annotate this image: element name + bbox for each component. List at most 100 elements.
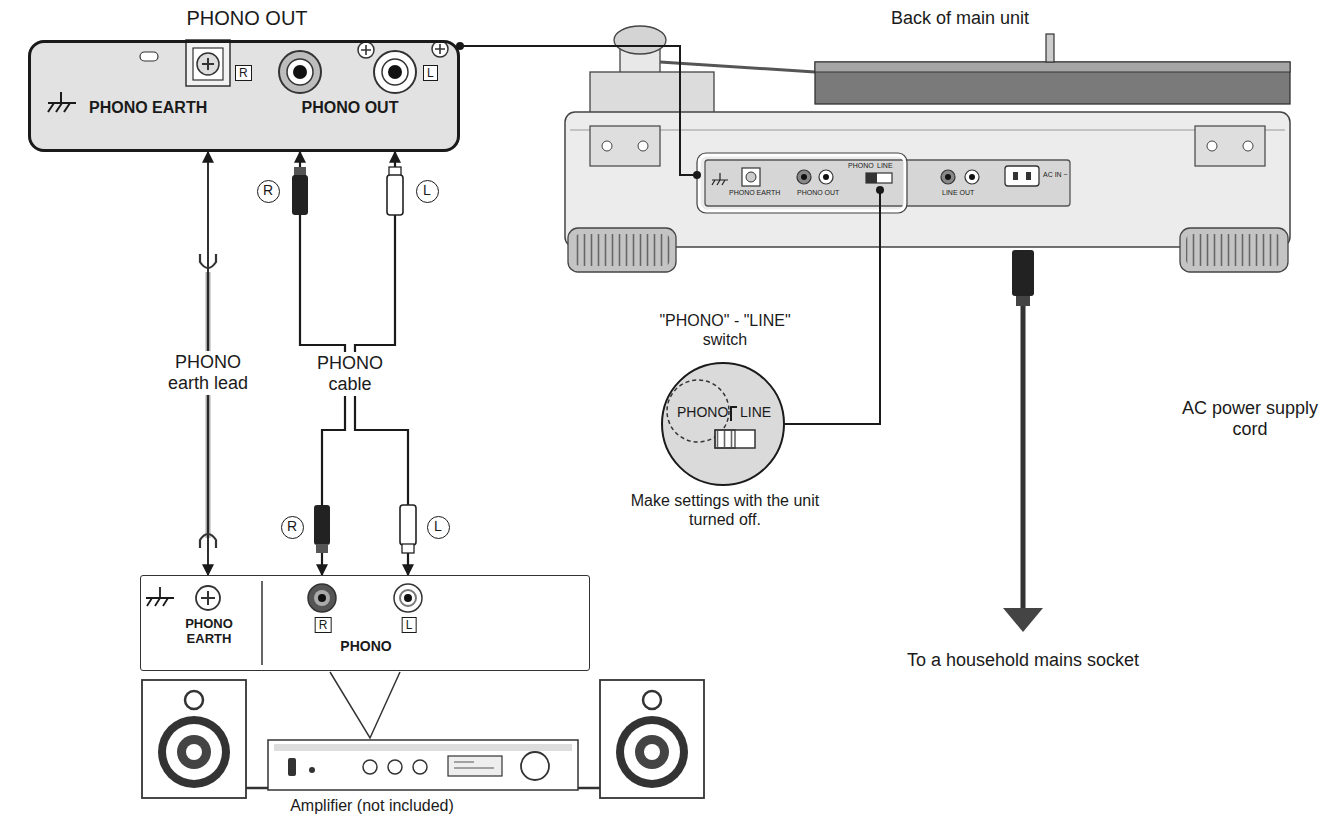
connector-panel-face [435, 44, 445, 54]
channel-tag: L [402, 617, 417, 633]
panel-print: LINE OUT [942, 189, 974, 197]
connector-panel-face [186, 40, 230, 86]
note: Make settings with the unit turned off. [615, 492, 835, 530]
destination-label: To a household mains socket [907, 650, 1139, 671]
amplifier-terminal-face [196, 586, 220, 610]
switch-heading: "PHONO" - "LINE" switch [645, 312, 805, 350]
connector-panel-face [361, 45, 371, 55]
turntable-back-view [565, 26, 1290, 272]
connector-panel-face [48, 92, 76, 112]
amplifier-terminal-face [314, 590, 330, 606]
channel-callout: R [281, 516, 304, 539]
panel-print: LINE [877, 162, 893, 170]
connector-panel-face [293, 65, 307, 79]
turntable-back-view [746, 172, 756, 182]
turntable-back-view [614, 26, 666, 54]
connector-layer [208, 152, 345, 575]
channel-tag: L [423, 65, 438, 81]
connector-panel-face [202, 58, 214, 70]
amplifier-and-speakers [643, 691, 661, 709]
switch-zoom-face [715, 430, 735, 448]
turntable-back-view [866, 173, 892, 183]
amplifier-terminal-face [400, 590, 416, 606]
connector-panel-face [382, 59, 408, 85]
amplifier-and-speakers [309, 767, 315, 773]
panel-print: PHONO [848, 162, 874, 170]
amplifier-and-speakers [578, 787, 600, 790]
view-label: Back of main unit [891, 8, 1029, 29]
turntable-back-view [602, 141, 612, 151]
leader-line [456, 42, 884, 424]
amplifier-and-speakers [185, 691, 203, 709]
turntable-back-view [1195, 126, 1265, 166]
connector-panel-face [28, 40, 460, 152]
switch-position: PHONO [677, 404, 728, 421]
amplifier-and-speakers [454, 762, 494, 768]
amplifier-terminal-face [394, 584, 422, 612]
cable-wire [208, 152, 408, 575]
amplifier-and-speakers [246, 787, 268, 790]
turntable-back-view [1026, 172, 1031, 180]
connector-panel-face [28, 40, 460, 152]
cord-label: AC power supply cord [1170, 398, 1330, 440]
panel-print: PHONO EARTH [729, 189, 780, 197]
turntable-back-view [815, 62, 1290, 72]
amplifier-and-speakers [521, 752, 549, 780]
connector-panel-face [193, 48, 223, 80]
channel-callout: L [416, 180, 439, 203]
amplifier-terminal-face [140, 575, 590, 671]
ac-power-cord [1012, 250, 1034, 296]
turntable-back-view [565, 112, 1290, 247]
ac-power-cord [1003, 608, 1043, 632]
amplifier-and-speakers [142, 680, 246, 798]
device-label: Amplifier (not included) [290, 797, 454, 816]
amplifier-and-speakers [274, 744, 572, 751]
plug [294, 167, 306, 176]
turntable-back-view [697, 153, 907, 213]
turntable-back-view [965, 170, 979, 184]
amplifier-terminal-face [261, 581, 263, 665]
turntable-back-view [590, 126, 660, 166]
amplifier-terminal-face [318, 594, 326, 602]
plug [402, 544, 414, 553]
channel-tag: R [235, 65, 252, 81]
turntable-back-view [590, 72, 714, 118]
switch-zoom-circle: "PHONO" - "LINE" switchPHONOLINE [661, 362, 785, 486]
plug [314, 505, 330, 545]
turntable-back-view [866, 173, 877, 183]
turntable-back-view [660, 62, 815, 72]
amplifier-and-speakers [413, 760, 427, 774]
turntable-back-view [1180, 228, 1288, 272]
amplifier-and-speakers [363, 760, 377, 774]
connector-panel-face [358, 42, 374, 58]
amplifier-terminal-face [404, 594, 412, 602]
cable-label: PHONO cable [312, 352, 388, 396]
turntable-back-view [712, 173, 728, 185]
connector-panel-face [432, 41, 448, 57]
terminal-label: PHONO [340, 638, 391, 655]
turntable-back-view [819, 170, 833, 184]
switch-zoom-face [715, 430, 755, 448]
turntable-back-view [969, 174, 975, 180]
turntable-back-view [638, 141, 648, 151]
leader-line [456, 42, 464, 50]
ac-power-cord [1016, 296, 1030, 306]
terminal-label: PHONO EARTH [171, 616, 247, 647]
leader-line [876, 186, 884, 194]
channel-callout: L [427, 516, 450, 539]
turntable-back-view [742, 168, 760, 186]
switch-zoom-face [662, 363, 784, 485]
amplifier-and-speakers [388, 760, 402, 774]
turntable-back-view [1186, 234, 1282, 266]
amplifier-terminal-face [146, 587, 174, 606]
channel-callout: R [257, 180, 280, 203]
cable-label: PHONO earth lead [158, 351, 258, 395]
amplifier-and-speakers [288, 758, 296, 776]
panel-title: PHONO OUT [186, 7, 307, 31]
turntable-back-view [1243, 141, 1253, 151]
connector-panel-face [374, 51, 416, 93]
connector-panel-face [388, 65, 402, 79]
amplifier-and-speakers [644, 744, 660, 760]
